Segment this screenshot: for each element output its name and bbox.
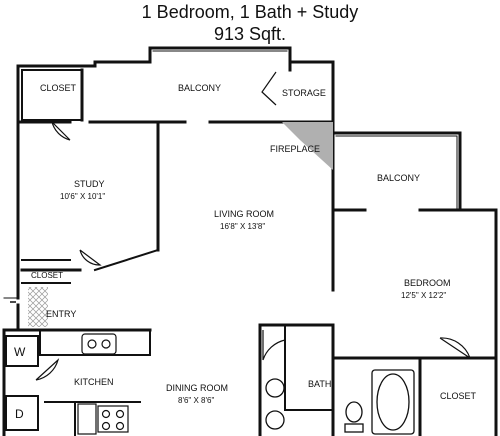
study-label: STUDY: [74, 179, 105, 189]
sink-icon: [81, 333, 117, 355]
fireplace-label: FIREPLACE: [270, 144, 320, 154]
toilet-icon: [344, 401, 364, 433]
stove-icon: [97, 405, 129, 433]
bedroom-label: BEDROOM: [404, 278, 451, 288]
living-room-dim: 16'8" X 13'8": [220, 222, 265, 231]
living-room-label: LIVING ROOM: [214, 209, 274, 219]
balcony-right-label: BALCONY: [377, 173, 420, 183]
washer-label: W: [14, 345, 26, 359]
entry-tile: [28, 287, 48, 327]
storage-label: STORAGE: [282, 88, 326, 98]
dining-room-label: DINING ROOM: [166, 383, 228, 393]
fridge-icon: [77, 403, 97, 435]
dining-room-dim: 8'6" X 8'6": [178, 396, 214, 405]
bath-label: BATH: [308, 379, 331, 389]
kitchen-label: KITCHEN: [74, 377, 114, 387]
plan-title: 1 Bedroom, 1 Bath + Study: [141, 2, 359, 22]
sink-vanity-icon: [265, 378, 285, 430]
entry-label: ENTRY: [46, 309, 76, 319]
fireplace-shape: [282, 122, 333, 170]
balcony-top-label: BALCONY: [178, 83, 221, 93]
bedroom-dim: 12'5" X 12'2": [401, 291, 446, 300]
closet-small-label: CLOSET: [31, 271, 63, 280]
plan-area: 913 Sqft.: [213, 24, 287, 44]
door-swings: [35, 71, 472, 381]
closet-top-label: CLOSET: [40, 83, 77, 93]
dryer-label: D: [15, 407, 24, 421]
closet-bottom-label: CLOSET: [440, 391, 477, 401]
study-dim: 10'6" X 10'1": [60, 192, 105, 201]
bathtub-icon: [371, 369, 415, 435]
